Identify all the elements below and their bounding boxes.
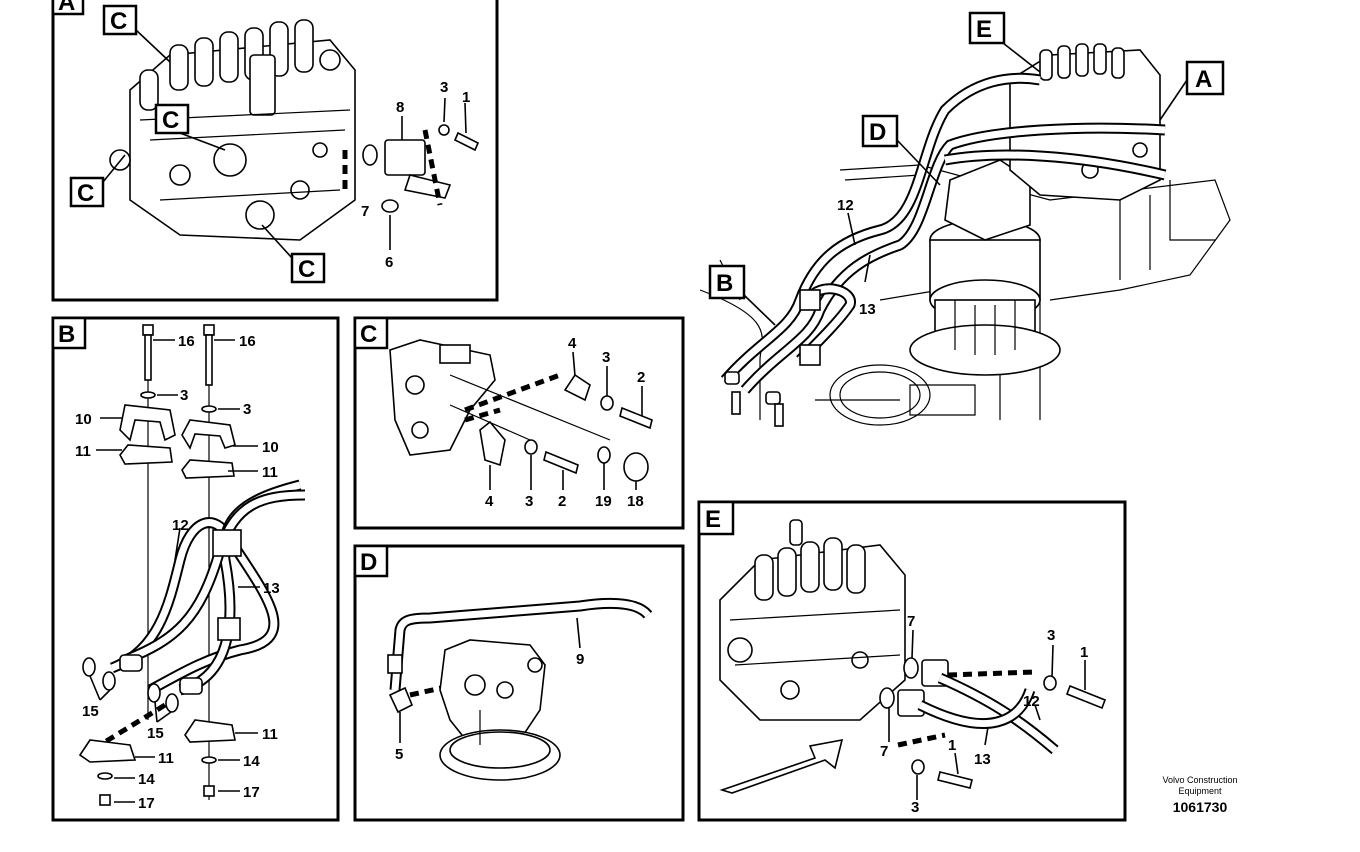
panel-d-frame [353,544,685,822]
swing-motor-valve-illustration [389,339,496,456]
part-label: 2 [637,369,645,386]
swing-motor-illustration [439,639,561,781]
part-label: 8 [396,99,404,116]
callout-c-label: C [162,107,179,134]
part-label: 3 [911,799,919,816]
part-label: 18 [627,493,644,510]
swing-motor-illustration [909,159,1061,376]
document-number: 1061730 [1173,799,1228,815]
callout-c-label: C [298,256,315,283]
brand-name: Volvo Construction [1162,775,1237,785]
part-label: 2 [558,493,566,510]
part-label: 5 [395,746,403,763]
control-valve-illustration [1009,43,1161,201]
part-label: 11 [262,464,278,481]
document-footer: Volvo Construction Equipment 1061730 [1162,775,1237,815]
part-label: 16 [178,333,195,350]
part-label: 7 [361,203,369,220]
part-label: 1 [462,89,470,106]
part-label: 7 [907,613,915,630]
part-label: 12 [172,517,189,534]
panel-c-title-box [353,316,389,350]
part-label: 15 [82,703,99,720]
callout-c-box [69,176,105,208]
part-label: 19 [595,493,612,510]
part-label: 12 [837,197,854,214]
panel-d-title: D [360,549,377,576]
part-label: 3 [602,349,610,366]
control-valve-illustration [719,519,906,721]
callout-e-label: E [976,16,992,43]
part-label: 6 [385,254,393,271]
callout-c-label: C [110,8,127,35]
panel-b-frame [51,316,340,822]
part-label: 3 [243,401,251,418]
direction-arrow-icon [719,738,844,794]
panel-d-title-box [353,544,389,578]
part-label: 4 [485,493,494,510]
part-label: 3 [440,79,448,96]
callout-e-box [968,11,1006,45]
machine-overview: E A D B 12 13 [699,11,1231,427]
part-label: 3 [180,387,188,404]
part-label: 11 [262,726,278,743]
panel-e-frame [697,500,1127,822]
panel-a-title-box [51,0,85,16]
part-label: 17 [138,795,155,812]
panel-b: B [51,316,340,822]
panel-c: C 4 3 2 4 3 2 19 18 [353,316,685,530]
panel-a-title: A [58,0,75,16]
part-label: 4 [568,335,577,352]
part-label: 1 [948,737,956,754]
part-label: 13 [974,751,991,768]
part-label: 17 [243,784,260,801]
part-label: 12 [1023,693,1040,710]
callout-b-box [708,264,746,300]
part-label: 11 [75,443,91,460]
panel-c-title: C [360,321,377,348]
callout-c-box [154,103,190,135]
part-label: 16 [239,333,256,350]
control-valve-illustration [109,19,356,241]
panel-b-title-box [51,316,87,350]
part-label: 15 [147,725,164,742]
callout-a-box [1185,60,1225,96]
callout-a-label: A [1195,66,1212,93]
callout-c-box [290,252,326,284]
part-label: 10 [262,439,279,456]
callout-c-label: C [77,180,94,207]
callout-d-label: D [869,119,886,146]
callout-b-label: B [716,270,733,297]
part-label: 9 [576,651,584,668]
part-label: 14 [243,753,260,770]
part-label: 7 [880,743,888,760]
part-label: 1 [1080,644,1088,661]
part-label: 10 [75,411,92,428]
panel-e-title-box [697,500,735,536]
callout-d-box [861,114,899,148]
callout-c-box [102,4,138,36]
part-label: 3 [525,493,533,510]
panel-c-frame [353,316,685,530]
panel-a: A C C C [51,0,499,302]
part-label: 14 [138,771,155,788]
panel-a-frame [51,0,499,302]
part-label: 11 [158,750,174,767]
part-label: 13 [263,580,280,597]
panel-b-title: B [58,321,75,348]
panel-d: D 9 5 [353,544,685,822]
part-label: 13 [859,301,876,318]
brand-name-line2: Equipment [1178,786,1222,796]
panel-e-title: E [705,506,721,533]
part-label: 3 [1047,627,1055,644]
panel-e: E [697,500,1127,822]
